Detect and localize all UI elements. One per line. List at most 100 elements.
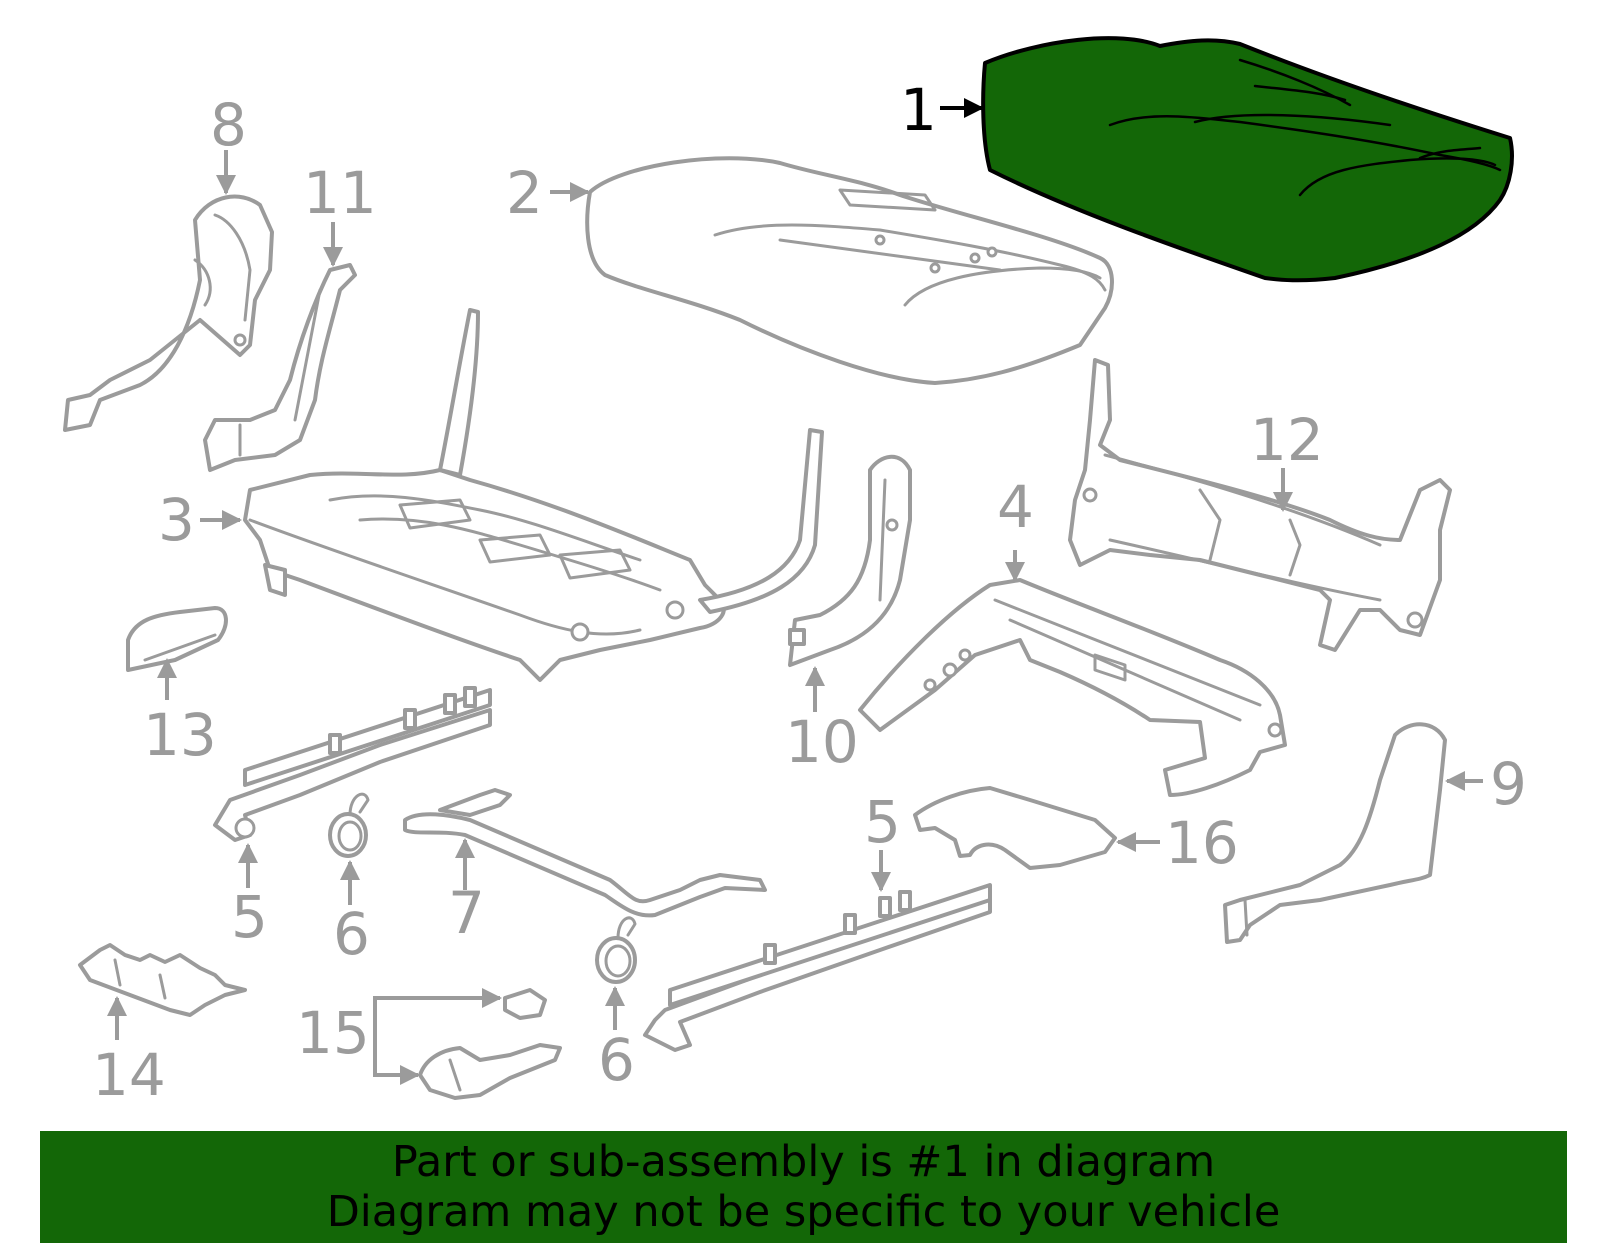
seat-track-body: [643, 896, 992, 1052]
seat-cover-body: [981, 36, 1514, 283]
inner-trim-tab: [788, 628, 806, 646]
outer-cover-body: [63, 194, 274, 432]
part-13-trim-cap[interactable]: [126, 606, 228, 672]
seat-frame-spring: [328, 494, 642, 562]
trim-cap-edge: [143, 633, 217, 662]
spring-hook: [348, 792, 370, 817]
cushion-pad-hole: [874, 234, 886, 246]
part-1-seat-cover[interactable]: [981, 36, 1514, 283]
seat-track-bolt: [234, 817, 256, 839]
callout-5b: 5: [864, 788, 901, 856]
part-8-outer-cover[interactable]: [63, 194, 274, 432]
callout-6b: 6: [598, 1026, 635, 1094]
inner-trim-clip: [885, 518, 899, 532]
base-frame-hole: [1267, 722, 1283, 738]
side-trim-body: [203, 263, 357, 472]
spring-coil-inner: [604, 944, 632, 978]
part-15-clip-b[interactable]: [418, 1043, 562, 1100]
callout-8: 8: [210, 91, 247, 159]
side-trim-edge: [293, 288, 322, 422]
cushion-pad-hole: [929, 262, 941, 274]
crossmember-edge: [1108, 538, 1382, 602]
part-4-base-frame[interactable]: [858, 578, 1287, 797]
callout-4: 4: [997, 473, 1034, 541]
callout-2: 2: [506, 159, 543, 227]
part-16-cover-panel[interactable]: [913, 786, 1117, 870]
side-cover-body: [1223, 722, 1447, 944]
cover-panel-body: [913, 786, 1117, 870]
seat-track-stud: [463, 686, 477, 708]
part-2-cushion-pad[interactable]: [585, 156, 1114, 385]
connecting-rod-bracket: [438, 788, 512, 817]
seat-track-stud: [443, 693, 457, 715]
connecting-rod-body: [403, 812, 767, 918]
base-frame-hole: [923, 678, 937, 692]
inner-trim-body: [788, 454, 912, 667]
part-11-side-trim[interactable]: [203, 263, 357, 472]
cushion-pad-groove: [838, 188, 937, 212]
seat-track-stud: [763, 943, 777, 965]
seat-frame-foot: [263, 563, 287, 597]
callout-9: 9: [1490, 750, 1527, 818]
clip-body: [503, 988, 547, 1020]
lower-cover-fold: [113, 958, 122, 987]
crossmember-hole: [1406, 611, 1424, 629]
part-3-seat-frame[interactable]: [243, 308, 824, 682]
cushion-pad-hole: [969, 252, 981, 264]
callout-3: 3: [158, 486, 195, 554]
cushion-pad-groove: [778, 238, 1002, 272]
seat-track-stud: [403, 708, 417, 730]
seat-cover-seam: [1193, 113, 1392, 127]
seat-frame-spring: [398, 498, 472, 530]
cushion-pad-hole: [986, 246, 998, 258]
part-7-connecting-rod[interactable]: [403, 788, 767, 918]
callout-14: 14: [92, 1041, 166, 1109]
seat-track-stud: [898, 890, 912, 912]
seat-track-stud: [843, 913, 857, 935]
seat-cover-seam: [1418, 146, 1482, 160]
lower-cover-fold: [158, 973, 167, 1000]
callout-15: 15: [296, 999, 370, 1067]
crossmember-rib: [1288, 518, 1302, 577]
callout-10: 10: [785, 708, 859, 776]
base-frame-hole: [958, 648, 972, 662]
callout-11: 11: [303, 159, 377, 227]
info-banner: Part or sub-assembly is #1 in diagram Di…: [40, 1131, 1567, 1243]
inner-trim-edge: [878, 478, 887, 602]
callout-7: 7: [448, 879, 485, 947]
banner-line-1: Part or sub-assembly is #1 in diagram: [391, 1137, 1216, 1187]
cushion-pad-body: [585, 156, 1114, 385]
part-14-lower-cover[interactable]: [78, 943, 247, 1017]
part-10-inner-trim[interactable]: [788, 454, 912, 667]
part-9-side-cover[interactable]: [1223, 722, 1447, 944]
crossmember-edge: [1103, 453, 1382, 547]
seat-track-stud: [878, 896, 892, 918]
part-6-spring-a[interactable]: [328, 792, 370, 858]
seat-frame-side-upright: [698, 428, 824, 614]
seat-frame-back-upright: [438, 308, 480, 477]
seat-track-body: [213, 708, 492, 842]
seat-track-rail: [243, 688, 492, 787]
part-12-rear-crossmember[interactable]: [1068, 358, 1452, 652]
side-cover-edge: [1243, 898, 1249, 937]
spring-hook: [616, 916, 637, 940]
seat-track-stud: [328, 733, 342, 755]
seat-cover-seam: [1298, 157, 1497, 197]
clip-body: [418, 1043, 562, 1100]
part-5-seat-track-right[interactable]: [643, 883, 992, 1052]
seat-frame-rail: [248, 518, 642, 636]
part-5-seat-track-left[interactable]: [213, 686, 492, 842]
callout-12: 12: [1250, 406, 1324, 474]
outer-cover-ribs: [213, 213, 252, 322]
clip-edge: [448, 1058, 462, 1092]
outer-cover-clip: [233, 333, 247, 347]
outer-cover-ribs: [193, 258, 212, 307]
seat-frame-spring: [478, 533, 552, 564]
base-frame-body: [858, 578, 1287, 797]
leader-15: [373, 988, 502, 1030]
crossmember-body: [1068, 358, 1452, 652]
part-15-clip-a[interactable]: [503, 988, 547, 1020]
seat-cover-seam: [1253, 84, 1347, 102]
part-6-spring-b[interactable]: [595, 916, 637, 984]
cushion-pad-groove: [903, 266, 1102, 307]
